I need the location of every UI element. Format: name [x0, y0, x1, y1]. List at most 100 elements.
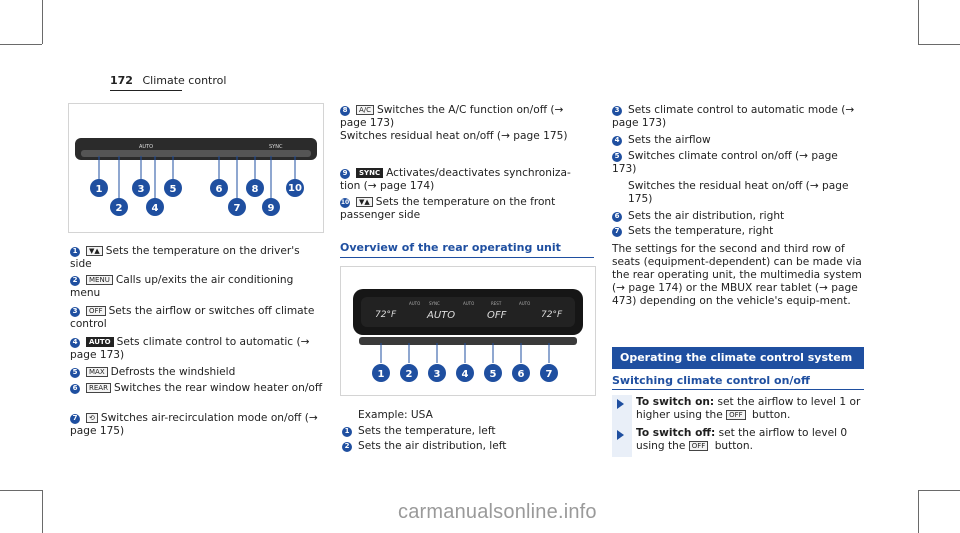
- crop-mark: [918, 0, 919, 44]
- item-number: 3: [70, 306, 80, 317]
- callout-1: 1: [96, 184, 103, 195]
- item-number: 2: [342, 441, 352, 452]
- item-text: Switches the A/C function on/off (→ page…: [340, 104, 564, 129]
- recirculation-icon: ⟲: [86, 413, 98, 423]
- step-label: To switch on:: [636, 396, 715, 408]
- crop-mark: [918, 490, 960, 491]
- item-text: Sets the temperature on the driver's sid…: [70, 245, 300, 270]
- section-rule: [340, 257, 594, 258]
- airflow-icon: OFF: [688, 441, 709, 451]
- rear-small-label: AUTO: [463, 301, 474, 306]
- rear-window-heater-icon: REAR: [86, 383, 111, 393]
- rear-temp-left: 72°F: [375, 310, 397, 320]
- climate-menu-icon: MENU: [86, 275, 113, 285]
- front-unit-figure: AUTO SYNC 1 2 3 4 5 6 7 8 9 10: [68, 103, 324, 233]
- crop-mark: [918, 44, 960, 45]
- rear-section-title: Overview of the rear operating unit: [340, 241, 561, 254]
- callout-6: 6: [518, 369, 525, 380]
- item-number: 9: [340, 168, 350, 179]
- list-item: 1 Sets the temperature, left: [342, 425, 592, 438]
- step-label: To switch off:: [636, 427, 716, 439]
- list-item: 2 Sets the air distribution, left: [342, 440, 592, 453]
- airflow-icon: OFF: [726, 410, 746, 420]
- step-text: set the airflow to level 0 using the: [636, 427, 848, 452]
- subsection-title: Switching climate control on/off: [612, 374, 810, 387]
- rear-unit-illustration: 72°F 72°F AUTO OFF AUTO SYNC AUTO REST A…: [353, 289, 583, 382]
- front-auto-label: AUTO: [139, 144, 153, 150]
- rear-unit-figure: 72°F 72°F AUTO OFF AUTO SYNC AUTO REST A…: [340, 266, 596, 396]
- crop-mark: [0, 44, 42, 45]
- rear-off-display: OFF: [487, 310, 507, 321]
- front-callouts: 1 2 3 4 5 6 7 8 9 10: [90, 179, 304, 216]
- callout-5: 5: [490, 369, 497, 380]
- settings-paragraph: The settings for the second and third ro…: [612, 243, 862, 307]
- ac-icon: A/C: [356, 105, 375, 115]
- crop-mark: [0, 490, 42, 491]
- section-rule: [612, 389, 864, 390]
- rear-small-label: REST: [491, 301, 502, 306]
- item-text: Sets the airflow: [628, 134, 711, 146]
- rear-small-label: SYNC: [429, 301, 440, 306]
- item-text: Sets the temperature on the front passen…: [340, 196, 556, 221]
- callout-4: 4: [462, 369, 469, 380]
- item-number: 1: [342, 426, 352, 437]
- item-text: Sets the air distribution, left: [358, 440, 507, 452]
- crop-mark: [42, 0, 43, 44]
- step-end: button.: [752, 409, 791, 421]
- callout-10: 10: [288, 183, 302, 194]
- watermark: carmanualsonline.info: [398, 501, 597, 523]
- page-title: Climate control: [142, 74, 227, 87]
- callout-2: 2: [406, 369, 413, 380]
- list-item: 7⟲Switches air-recirculation mode on/off…: [70, 412, 324, 438]
- item-text: Sets climate control to automatic (→ pag…: [70, 336, 310, 361]
- front-unit-illustration: AUTO SYNC 1 2 3 4 5 6 7 8 9 10: [75, 138, 317, 216]
- windshield-defrost-icon: MAX: [86, 367, 108, 377]
- front-sync-label: SYNC: [269, 144, 283, 150]
- header-rule: [110, 90, 182, 91]
- item-number: 4: [70, 337, 80, 348]
- item-number: 5: [612, 151, 622, 162]
- item-text: Sets the temperature, left: [358, 425, 496, 437]
- rear-small-label: AUTO: [519, 301, 530, 306]
- sync-icon: SYNC: [356, 168, 384, 178]
- temperature-rocker-icon: ▼▲: [86, 246, 103, 256]
- temperature-rocker-icon: ▼▲: [356, 197, 373, 207]
- list-item: 1 ▼▲Sets the temperature on the driver's …: [70, 245, 324, 271]
- callout-4: 4: [152, 203, 159, 214]
- item-text: Sets the airflow or switches off climate…: [70, 305, 315, 330]
- item-number: 3: [612, 105, 622, 116]
- instruction-step: To switch off: set the airflow to level …: [636, 427, 862, 453]
- list-item: 7 Sets the temperature, right: [612, 225, 862, 238]
- callout-6: 6: [216, 184, 223, 195]
- item-text: Defrosts the windshield: [110, 366, 236, 378]
- item-number: 1: [70, 246, 80, 257]
- auto-icon: AUTO: [86, 337, 114, 347]
- callout-1: 1: [378, 369, 385, 380]
- callout-5: 5: [170, 184, 177, 195]
- item-text: Switches air-recirculation mode on/off (…: [70, 412, 318, 437]
- item-number: 7: [612, 226, 622, 237]
- step-arrow-icon: [617, 399, 624, 409]
- item-number: 6: [612, 211, 622, 222]
- item-text: Activates/deactivates synchroniza-tion (…: [340, 167, 571, 192]
- item-number: 5: [70, 367, 80, 378]
- item-text: Switches climate control on/off (→ page …: [612, 150, 838, 175]
- crop-mark: [918, 490, 919, 533]
- callout-7: 7: [234, 203, 241, 214]
- list-item: 10▼▲Sets the temperature on the front pa…: [340, 196, 590, 222]
- page-number: 172: [110, 74, 133, 87]
- item-text: Sets the temperature, right: [628, 225, 774, 237]
- instruction-box: [612, 395, 632, 457]
- instruction-step: To switch on: set the airflow to level 1…: [636, 396, 862, 422]
